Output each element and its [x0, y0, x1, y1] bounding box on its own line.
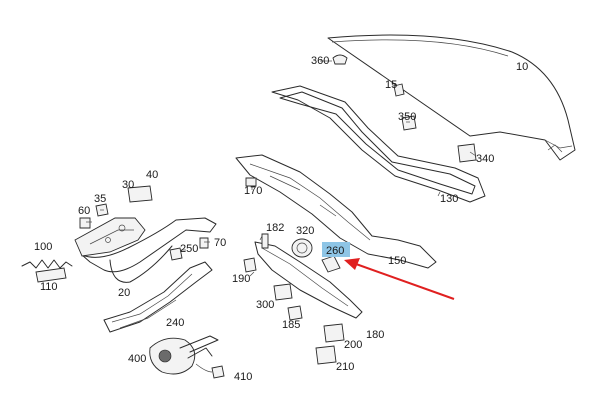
- label-210: 210: [336, 361, 354, 373]
- latch-mechanism: [149, 335, 225, 379]
- cover-plate: [35, 267, 67, 283]
- hinge-bracket: [74, 217, 146, 257]
- label-182: 182: [266, 222, 284, 234]
- fastener-group-upper: [245, 54, 477, 187]
- label-185: 185: [282, 319, 300, 331]
- label-130: 130: [440, 193, 458, 205]
- part-260-clip: [321, 255, 341, 273]
- label-70: 70: [214, 237, 226, 249]
- label-40: 40: [146, 169, 158, 181]
- label-15: 15: [385, 79, 397, 91]
- label-20: 20: [118, 287, 130, 299]
- hinge-strut: [103, 261, 213, 333]
- label-410: 410: [234, 371, 252, 383]
- label-400: 400: [128, 353, 146, 365]
- label-30: 30: [122, 179, 134, 191]
- label-200: 200: [344, 339, 362, 351]
- fastener-group-mid-left: [169, 237, 209, 261]
- label-360: 360: [311, 55, 329, 67]
- label-110: 110: [40, 281, 58, 293]
- label-190: 190: [232, 273, 250, 285]
- trunk-lid: [327, 34, 576, 161]
- label-100: 100: [34, 241, 52, 253]
- pointer-arrow: [344, 258, 455, 300]
- inner-lining: [235, 154, 437, 269]
- hinge-arm: [81, 217, 217, 283]
- label-180: 180: [366, 329, 384, 341]
- part-labels: 10 15 360 350 340 130 170 150 30 40 35 6…: [34, 55, 528, 383]
- fastener-group-left: [79, 185, 153, 229]
- label-350: 350: [398, 111, 416, 123]
- label-60: 60: [78, 205, 90, 217]
- leader-lines: [86, 60, 477, 277]
- label-10: 10: [516, 61, 528, 73]
- label-320: 320: [296, 225, 314, 237]
- label-170: 170: [244, 185, 262, 197]
- label-300: 300: [256, 299, 274, 311]
- trunk-seal: [271, 85, 486, 203]
- label-240: 240: [166, 317, 184, 329]
- label-340: 340: [476, 153, 494, 165]
- label-250: 250: [180, 243, 198, 255]
- label-260: 260: [326, 245, 344, 257]
- label-35: 35: [94, 193, 106, 205]
- label-150: 150: [388, 255, 406, 267]
- trim-panel: [254, 241, 363, 319]
- highlight-box-260: [322, 242, 350, 257]
- fastener-group-center: [243, 233, 345, 365]
- spring: [21, 259, 73, 269]
